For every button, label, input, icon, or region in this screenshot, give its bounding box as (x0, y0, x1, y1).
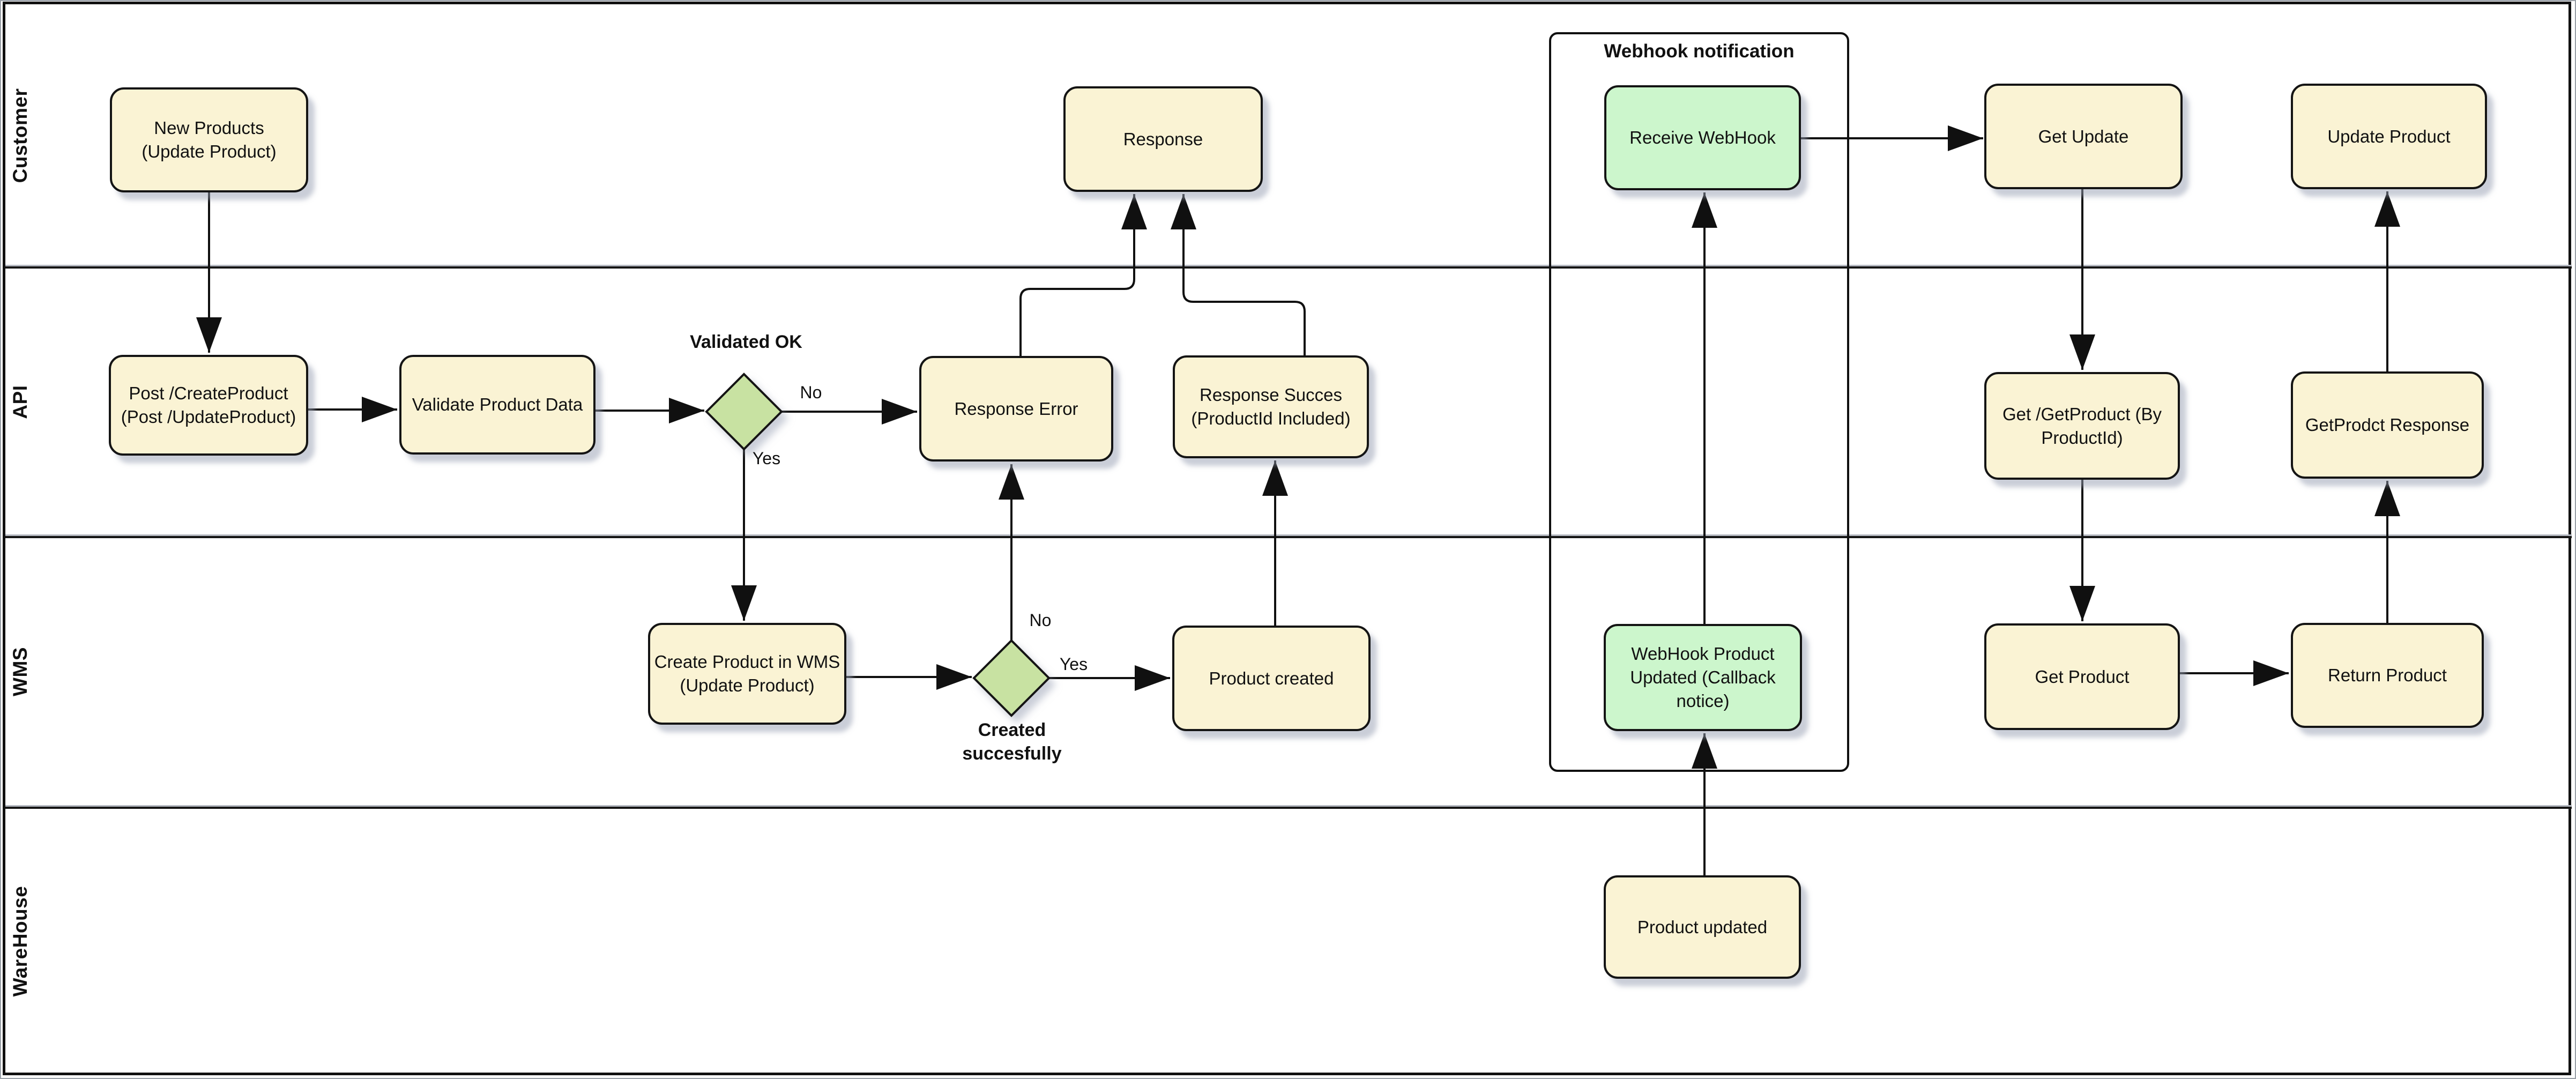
lane-label-api: API (9, 385, 31, 419)
lane-divider-customer-api (5, 266, 2572, 269)
webhook-group-title: Webhook notification (1604, 41, 1795, 62)
task-new-products[interactable]: New Products (Update Product) (110, 87, 308, 192)
task-update-product[interactable]: Update Product (2291, 84, 2487, 189)
task-get-update[interactable]: Get Update (1984, 84, 2183, 189)
task-getprodct-response[interactable]: GetProdct Response (2291, 371, 2484, 479)
branch-label-validated-no: No (800, 383, 822, 403)
edge-responseerror-response (1019, 194, 1147, 356)
edge-responsesucces-response (1171, 194, 1306, 355)
lane-label-warehouse: WareHouse (9, 885, 31, 997)
gateway-validated-ok[interactable] (705, 373, 783, 451)
webhook-notification-group[interactable]: Webhook notification (1549, 32, 1849, 772)
task-response-succes[interactable]: Response Succes (ProductId Included) (1173, 355, 1369, 458)
task-response-error[interactable]: Response Error (919, 356, 1113, 462)
pool-border (3, 2, 2571, 1075)
event-webhook-product-updated[interactable]: WebHook Product Updated (Callback notice… (1604, 624, 1802, 731)
event-receive-webhook[interactable]: Receive WebHook (1604, 85, 1801, 190)
gateway-label-created-succesfully: Created succesfully (962, 719, 1062, 764)
gateway-label-validated-ok: Validated OK (690, 331, 802, 352)
task-validate-product-data[interactable]: Validate Product Data (399, 355, 595, 455)
branch-label-validated-yes: Yes (752, 449, 781, 468)
lane-divider-api-wms (5, 536, 2572, 538)
task-product-updated[interactable]: Product updated (1604, 875, 1801, 979)
lane-divider-wms-warehouse (5, 807, 2572, 809)
branch-label-created-yes: Yes (1059, 654, 1088, 674)
task-get-product[interactable]: Get Product (1984, 623, 2180, 730)
lane-label-customer: Customer (9, 88, 31, 183)
task-create-product-wms[interactable]: Create Product in WMS (Update Product) (648, 623, 846, 725)
task-get-getproduct[interactable]: Get /GetProduct (By ProductId) (1984, 372, 2180, 480)
task-product-created[interactable]: Product created (1172, 626, 1371, 731)
task-post-create-product[interactable]: Post /CreateProduct (Post /UpdateProduct… (109, 355, 308, 456)
branch-label-created-no: No (1029, 611, 1052, 630)
task-return-product[interactable]: Return Product (2291, 623, 2484, 728)
task-response[interactable]: Response (1063, 86, 1263, 192)
gateway-created-succesfully[interactable] (972, 639, 1051, 717)
lane-label-wms: WMS (9, 647, 31, 696)
